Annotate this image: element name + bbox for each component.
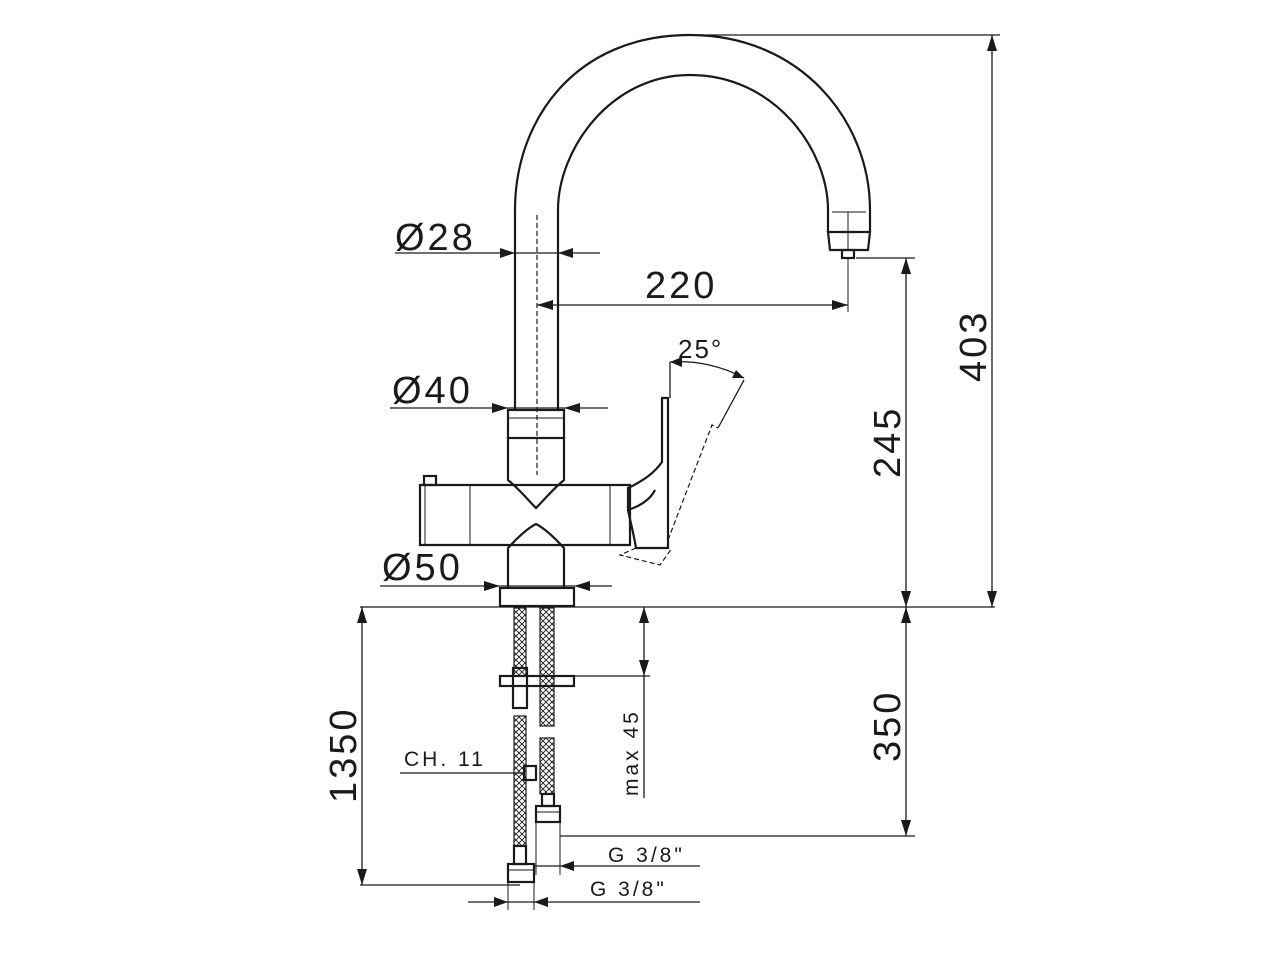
lever-angle-label: 25° [678, 334, 723, 364]
total-height-label: 403 [953, 310, 995, 382]
dimension-total-height: 403 [700, 34, 1000, 607]
dimension-hose-long: 1350 [323, 607, 520, 886]
dimension-hose-short: 350 [560, 607, 915, 837]
spout-reach-label: 220 [645, 265, 717, 307]
dimension-outlet-height: 245 [856, 257, 915, 607]
dimension-thread-lower: G 3/8" [468, 878, 700, 910]
thread-lower-label: G 3/8" [590, 878, 667, 901]
dimension-body-diameter: Ø40 [390, 370, 608, 413]
dimension-spout-diameter: Ø28 [395, 217, 600, 259]
installation-assembly [360, 606, 995, 884]
dimension-base-diameter: Ø50 [380, 547, 612, 591]
faucet-body: 25° [418, 334, 745, 608]
hose-short-label: 350 [867, 690, 909, 762]
wrench-size-label: CH. 11 [404, 748, 486, 771]
spout-diameter-label: Ø28 [395, 217, 476, 259]
base-diameter-label: Ø50 [382, 547, 463, 589]
hose-long-label: 1350 [323, 706, 365, 803]
dimension-spout-reach: 220 [537, 258, 849, 312]
outlet-height-label: 245 [867, 406, 909, 478]
thread-upper-label: G 3/8" [608, 844, 685, 867]
dimension-max-thickness: max 45 [574, 607, 650, 798]
dimension-wrench-size: CH. 11 [400, 748, 524, 774]
max-thickness-label: max 45 [620, 709, 643, 796]
dimension-thread-upper: G 3/8" [534, 822, 700, 875]
body-diameter-label: Ø40 [392, 370, 473, 412]
spout [513, 33, 872, 475]
